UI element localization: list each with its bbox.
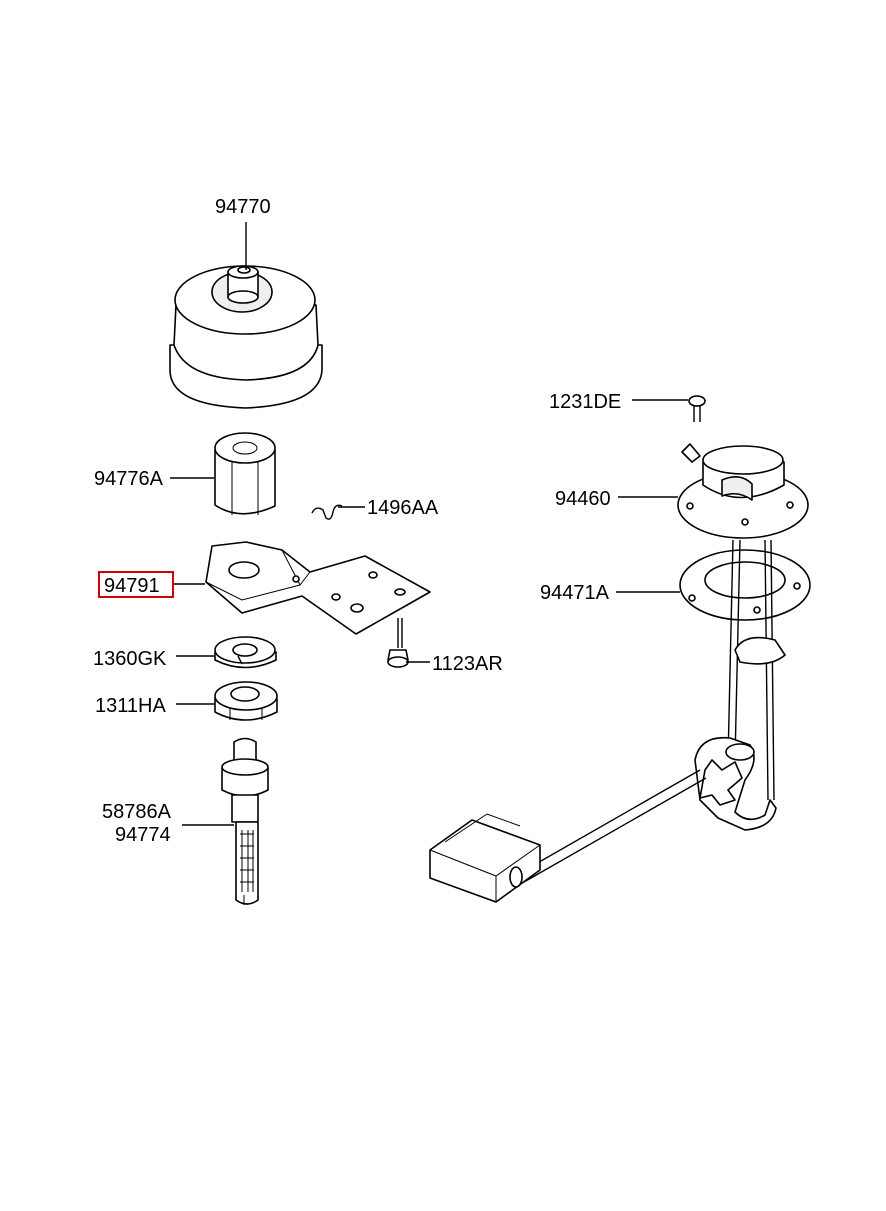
part-94770-cap[interactable]: [169, 265, 323, 409]
label-1496AA: 1496AA: [367, 497, 439, 519]
label-94774: 94774: [115, 824, 171, 846]
part-94776A-hex-coupling[interactable]: [214, 432, 276, 515]
sender-unit-assembly: [429, 539, 786, 903]
part-1311HA-nut[interactable]: [214, 681, 278, 721]
part-1496AA-clip[interactable]: [311, 504, 343, 520]
part-1123AR-screw[interactable]: [387, 618, 409, 668]
label-94471A: 94471A: [540, 582, 610, 604]
part-1360GK-lock-washer[interactable]: [214, 636, 277, 669]
label-94776A: 94776A: [94, 468, 164, 490]
label-1360GK: 1360GK: [93, 648, 167, 670]
part-58786A-94774-pickup-tube[interactable]: [221, 737, 269, 906]
part-1231DE-screw[interactable]: [688, 395, 706, 422]
highlight-box-94791: [98, 571, 174, 598]
part-94471A-gasket[interactable]: [679, 549, 811, 621]
label-1311HA: 1311HA: [95, 695, 166, 717]
part-94460-sender-flange[interactable]: [677, 443, 809, 539]
part-94791-bracket[interactable]: [205, 541, 431, 635]
label-1123AR: 1123AR: [432, 653, 503, 675]
label-1231DE: 1231DE: [549, 391, 621, 413]
label-94791: 94791: [104, 575, 160, 597]
label-58786A: 58786A: [102, 801, 172, 823]
label-94460: 94460: [555, 488, 611, 510]
label-94770: 94770: [215, 196, 271, 218]
